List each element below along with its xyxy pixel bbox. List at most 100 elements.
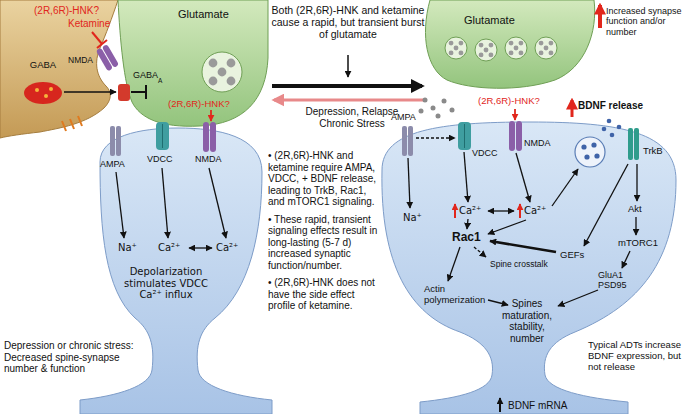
text-label: GEFs	[560, 250, 584, 261]
circle-part	[489, 43, 494, 48]
increase-arrow	[598, 5, 602, 28]
text-label: Rac1	[452, 231, 481, 245]
node-text: Glutamate	[464, 14, 544, 27]
nmda-receptor	[96, 44, 119, 71]
text-label: Ca²⁺	[524, 205, 546, 217]
circle-part	[436, 114, 441, 119]
text-label: TrkB	[643, 146, 663, 157]
big-arrow	[272, 84, 422, 88]
circle-part	[35, 88, 39, 92]
circle-part	[49, 87, 53, 91]
increase-arrow	[571, 100, 574, 117]
circle-part	[218, 68, 227, 77]
rect-part	[96, 48, 113, 72]
circle-part	[202, 52, 242, 92]
text-label: NMDA	[68, 56, 93, 66]
text-label: Actin polymerization	[424, 284, 488, 306]
circle-part	[209, 59, 218, 68]
circle-part	[227, 59, 236, 68]
circle-part	[484, 48, 489, 53]
text-label: Ca²⁺	[459, 205, 481, 217]
text-label: Akt	[628, 204, 642, 215]
line-part	[97, 40, 107, 48]
line-part	[92, 32, 102, 44]
circle-part	[431, 106, 436, 111]
node-shape: Glutamate	[418, 0, 600, 94]
text-label: Increased synapse function and/or number	[606, 6, 682, 37]
arrow-line	[64, 91, 116, 93]
circle-part	[419, 109, 424, 114]
text-label: Na⁺	[403, 212, 422, 224]
text-label: Ketamine	[68, 18, 110, 30]
circle-part	[459, 51, 464, 56]
text-label: A	[158, 77, 162, 84]
text-label: (2R,6R)-HNK?	[34, 5, 99, 17]
path-part	[80, 128, 272, 414]
text-label: VDCC	[472, 148, 498, 158]
node-text: Spines maturation, stability, number	[492, 298, 562, 344]
circle-part	[459, 41, 464, 46]
circle-part	[514, 46, 519, 51]
circle-part	[509, 41, 514, 46]
circle-part	[209, 77, 218, 86]
circle-part	[607, 119, 612, 124]
membrane-stripes	[62, 116, 82, 131]
circle-part	[489, 53, 494, 58]
text-label: Ca²⁺	[158, 242, 180, 254]
circle-part	[539, 41, 544, 46]
ellipse-part	[24, 82, 62, 104]
text-label: Spine crosstalk	[490, 260, 548, 270]
text-label: Ca²⁺	[216, 242, 238, 254]
line-part	[62, 121, 66, 131]
node-text: GABA	[16, 60, 70, 71]
circle-part	[442, 99, 447, 104]
rect-part	[102, 44, 119, 68]
circle-part	[535, 37, 557, 59]
gaba-neuron	[0, 0, 118, 138]
node-shape: GABA	[16, 60, 70, 106]
glutamate-release	[419, 98, 455, 119]
text-label: AMPA	[100, 159, 125, 169]
text-label: BDNF release	[578, 100, 643, 112]
circle-part	[519, 41, 524, 46]
circle-part	[475, 39, 497, 61]
circle-part	[549, 51, 554, 56]
text-label: Both (2R,6R)-HNK and ketamine cause a ra…	[270, 4, 426, 40]
path-part	[118, 0, 268, 126]
arrow-line	[347, 55, 349, 77]
line-part	[78, 116, 82, 126]
text-label: (2R,6R)-HNK?	[478, 96, 540, 107]
circle-part	[449, 51, 454, 56]
node-text: Depolarization stimulates VDCC Ca²⁺ infl…	[118, 266, 214, 301]
text-label: BDNF mRNA	[508, 400, 567, 412]
text-label: AMPA	[391, 112, 416, 122]
node-text: Glutamate	[178, 8, 258, 21]
text-label: NMDA	[524, 138, 551, 148]
circle-part	[479, 43, 484, 48]
text-label: • These rapid, transient signaling effec…	[268, 214, 382, 272]
circle-part	[449, 41, 454, 46]
circle-part	[454, 46, 459, 51]
node-shape: Glutamate	[116, 0, 270, 130]
text-label: • (2R,6R)-HNK and ketamine require AMPA,…	[268, 150, 382, 208]
text-label: Depression or chronic stress: Decreased …	[4, 340, 139, 375]
text-label: GluA1 PSD95	[598, 270, 642, 291]
text-label: Typical ADTs increase BDNF expression, b…	[588, 340, 682, 373]
circle-part	[423, 98, 428, 103]
text-label: VDCC	[147, 154, 173, 164]
circle-part	[539, 51, 544, 56]
circle-part	[509, 51, 514, 56]
circle-part	[505, 37, 527, 59]
text-label: • (2R,6R)-HNK does not have the side eff…	[268, 277, 382, 312]
circle-part	[445, 37, 467, 59]
big-arrow	[274, 99, 424, 102]
text-label: NMDA	[195, 154, 222, 164]
circle-part	[519, 51, 524, 56]
line-part	[70, 119, 74, 129]
inhibition-line	[92, 32, 107, 48]
path-part	[425, 0, 594, 88]
text-label: GABA	[133, 70, 158, 80]
drug-arrow	[514, 109, 516, 120]
text-label: Na⁺	[118, 242, 137, 254]
